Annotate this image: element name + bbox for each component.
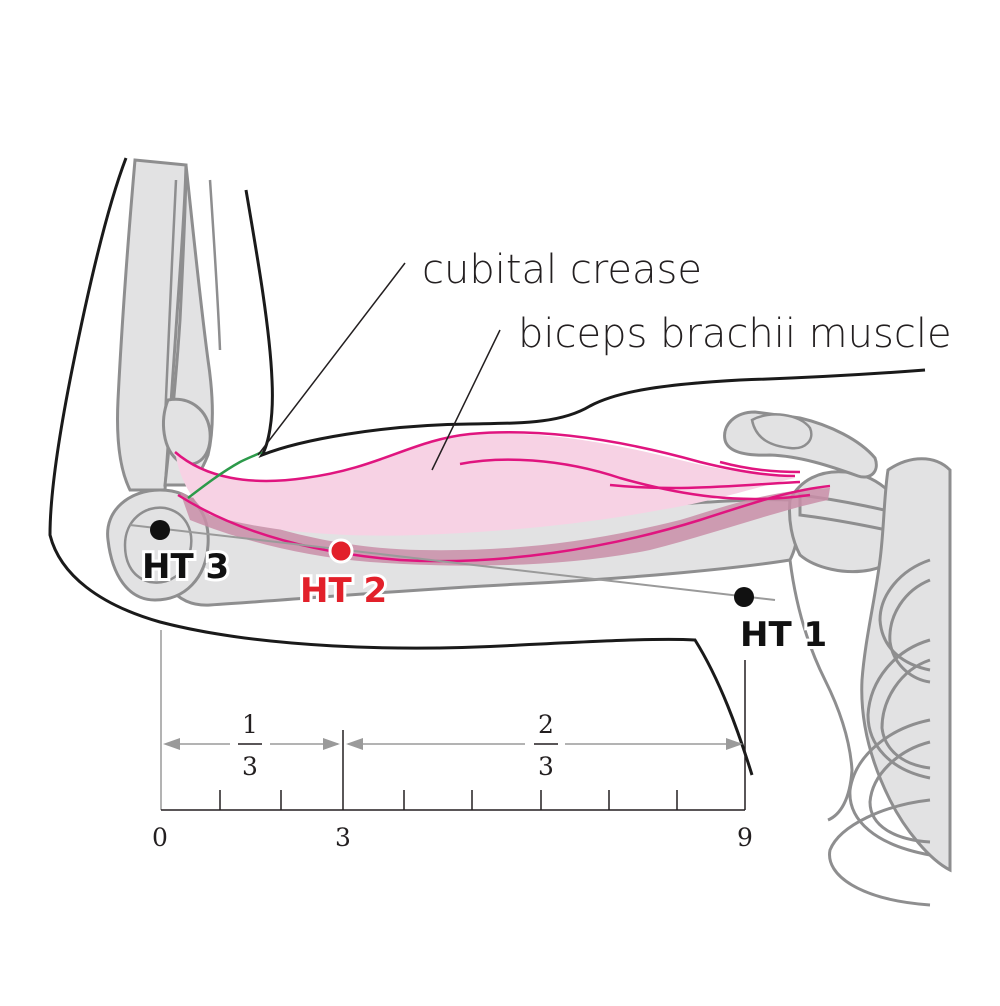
- rib-2: [888, 578, 931, 684]
- arrowhead-left: [346, 738, 363, 750]
- upper-arm-under-skin: [788, 559, 854, 822]
- ht1-marker: [734, 587, 754, 607]
- elbow-condyle-inner: [123, 506, 193, 584]
- fraction-one-third-denominator: 3: [242, 752, 258, 781]
- arrowhead-left: [163, 738, 180, 750]
- arrowhead-right: [726, 738, 743, 750]
- biceps-short-head-line: [719, 460, 801, 474]
- ht1-label: HT 1: [740, 615, 827, 655]
- radial-head: [162, 397, 212, 466]
- point-ht3: HT 3: [139, 520, 232, 590]
- cubital-crease-label: cubital crease: [422, 247, 702, 293]
- fraction-two-thirds-denominator: 3: [538, 752, 554, 781]
- arm-skin: [48, 157, 926, 776]
- meridian-line: [129, 524, 776, 601]
- ht3-marker: [150, 520, 170, 540]
- biceps-inner-line: [459, 458, 811, 501]
- cubital-crease-leader: [257, 262, 406, 456]
- biceps-lower-edge: [177, 484, 831, 563]
- cubital-crease-line: [187, 450, 263, 499]
- scale-label-mid: 3: [335, 823, 351, 852]
- point-ht1: HT 1: [734, 587, 830, 658]
- rib-6: [868, 740, 931, 844]
- arrowhead-right: [323, 738, 340, 750]
- forearm-skin-outline: [48, 157, 754, 776]
- arrow-one-third: [163, 738, 340, 750]
- rib-5: [848, 718, 931, 857]
- scale-label-end: 9: [737, 823, 753, 852]
- proportion-scale: 1 3 2 3 0 3 9: [152, 630, 753, 852]
- scale-ticks: [219, 790, 678, 810]
- forearm-inner-edge: [208, 179, 222, 351]
- ht3-label: HT 3: [142, 547, 229, 587]
- rib-4: [880, 658, 931, 770]
- biceps-label: biceps brachii muscle: [518, 311, 952, 357]
- forearm-bones: [116, 158, 222, 492]
- coracoid: [750, 413, 813, 450]
- biceps-belly: [175, 433, 795, 536]
- biceps-upper-edge: [174, 431, 796, 483]
- rib-3: [866, 638, 931, 780]
- scale-label-start: 0: [152, 823, 168, 852]
- ribs: [828, 558, 931, 907]
- forearm-inner-outline: [244, 189, 926, 459]
- arrow-two-thirds: [346, 738, 743, 750]
- biceps-leader: [431, 329, 501, 471]
- point-ht2: HT 2: [297, 538, 390, 614]
- fraction-two-thirds-numerator: 2: [538, 710, 554, 739]
- rib-7: [828, 798, 931, 907]
- biceps-tendon-line: [609, 480, 801, 490]
- rib-1: [878, 558, 931, 672]
- fraction-one-third-numerator: 1: [242, 710, 258, 739]
- ht2-marker: [328, 538, 354, 564]
- forearm-inner-shadow: [163, 179, 178, 421]
- ht2-label: HT 2: [300, 571, 387, 611]
